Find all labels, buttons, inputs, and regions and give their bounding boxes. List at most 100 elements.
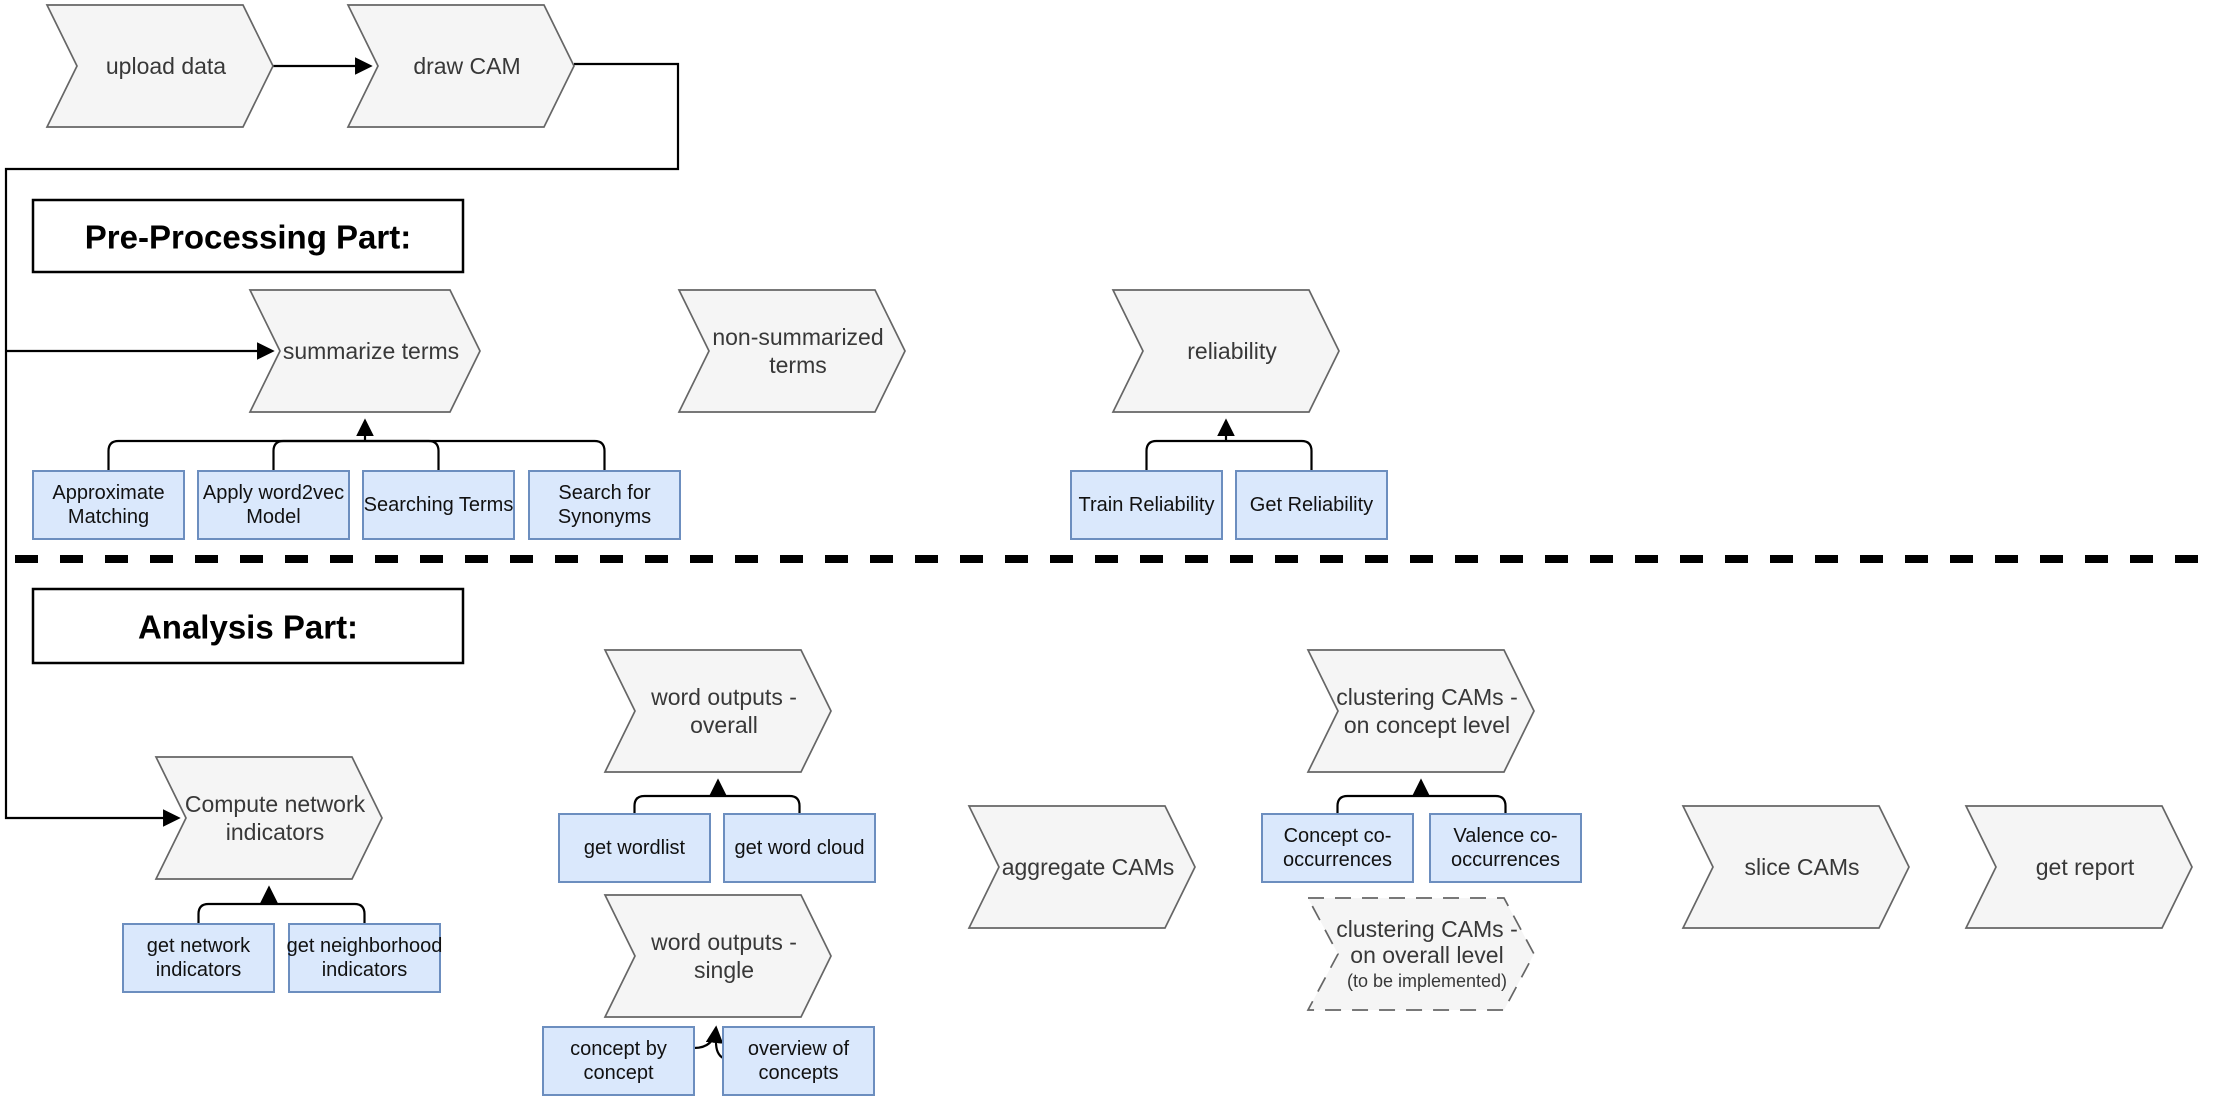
clustering-cams-overall-label-line3: (to be implemented) xyxy=(1347,971,1507,991)
node-word-outputs-overall: word outputs - overall xyxy=(603,649,832,773)
node-overview-of-concepts: overview of concepts xyxy=(722,1026,875,1096)
word-outputs-single-label-line2: single xyxy=(694,957,754,983)
approximate-matching-box xyxy=(32,470,185,540)
connector-valence-co-occurrences xyxy=(1421,794,1507,814)
searching-terms-box xyxy=(362,470,515,540)
get-report-label: get report xyxy=(2036,854,2135,880)
concept-co-occurrences-box xyxy=(1261,813,1414,883)
slice-cams-shape xyxy=(1681,805,1910,929)
word-outputs-overall-label-line1: word outputs - xyxy=(650,684,797,710)
node-summarize-terms: summarize terms xyxy=(248,289,481,413)
non-summarized-terms-shape xyxy=(677,289,906,413)
word-outputs-single-label-line1: word outputs - xyxy=(650,929,797,955)
node-aggregate-cams: aggregate CAMs xyxy=(967,805,1196,929)
node-clustering-cams-overall-level: clustering CAMs - on overall level (to b… xyxy=(1306,897,1535,1011)
aggregate-cams-label: aggregate CAMs xyxy=(1002,854,1175,880)
get-reliability-label: Get Reliability xyxy=(1250,494,1373,516)
node-search-for-synonyms: Search for Synonyms xyxy=(528,470,681,540)
node-get-wordlist: get wordlist xyxy=(558,813,711,883)
node-reliability: reliability xyxy=(1111,289,1340,413)
preprocessing-heading: Pre-Processing Part: xyxy=(31,198,465,274)
apply-word2vec-model-label-line2: Model xyxy=(246,506,300,528)
compute-network-indicators-label-line2: indicators xyxy=(226,819,324,845)
node-get-report: get report xyxy=(1964,805,2193,929)
connector-search-synonyms xyxy=(365,439,606,471)
slice-cams-label: slice CAMs xyxy=(1744,854,1859,880)
aggregate-cams-shape xyxy=(967,805,1196,929)
compute-network-indicators-label-line1: Compute network xyxy=(185,791,366,817)
node-searching-terms: Searching Terms xyxy=(362,470,515,540)
node-concept-co-occurrences: Concept co- occurrences xyxy=(1261,813,1414,883)
overview-of-concepts-box xyxy=(722,1026,875,1096)
get-word-cloud-label: get word cloud xyxy=(734,837,864,859)
upload-data-label: upload data xyxy=(106,53,226,79)
preprocessing-heading-box xyxy=(31,198,465,274)
word-outputs-overall-label-line2: overall xyxy=(690,712,758,738)
node-get-reliability: Get Reliability xyxy=(1235,470,1388,540)
analysis-heading-label: Analysis Part: xyxy=(138,609,358,646)
analysis-heading-box xyxy=(31,587,465,665)
connector-get-word-cloud xyxy=(718,794,801,814)
reliability-shape xyxy=(1111,289,1340,413)
train-reliability-box xyxy=(1070,470,1223,540)
word-outputs-overall-shape xyxy=(603,649,832,773)
connector-concept-co-occurrences xyxy=(1336,794,1421,814)
apply-word2vec-model-box xyxy=(197,470,350,540)
clustering-cams-overall-label-line2: on overall level xyxy=(1350,942,1503,968)
connector-approximate-matching xyxy=(107,439,365,471)
connector-searching-terms xyxy=(365,439,440,471)
node-apply-word2vec-model: Apply word2vec Model xyxy=(197,470,350,540)
apply-word2vec-model-label-line1: Apply word2vec xyxy=(203,482,344,504)
approximate-matching-label-line1: Approximate xyxy=(52,482,164,504)
concept-co-occurrences-label-line2: occurrences xyxy=(1283,849,1392,871)
node-get-network-indicators: get network indicators xyxy=(122,923,275,993)
get-word-cloud-box xyxy=(723,813,876,883)
node-get-word-cloud: get word cloud xyxy=(723,813,876,883)
node-draw-cam: draw CAM xyxy=(346,4,575,128)
get-neighborhood-indicators-box xyxy=(288,923,441,993)
get-report-shape xyxy=(1964,805,2193,929)
connector-apply-word2vec xyxy=(272,439,365,471)
node-slice-cams: slice CAMs xyxy=(1681,805,1910,929)
connector-get-neighborhood-indicators xyxy=(269,902,366,924)
word-outputs-single-shape xyxy=(603,894,832,1018)
searching-terms-label: Searching Terms xyxy=(364,494,514,516)
concept-by-concept-label-line2: concept xyxy=(583,1062,653,1084)
search-for-synonyms-box xyxy=(528,470,681,540)
connector-get-reliability xyxy=(1226,439,1313,471)
node-get-neighborhood-indicators: get neighborhood indicators xyxy=(287,923,442,993)
valence-co-occurrences-label-line2: occurrences xyxy=(1451,849,1560,871)
clustering-cams-concept-shape xyxy=(1306,649,1535,773)
node-clustering-cams-concept-level: clustering CAMs - on concept level xyxy=(1306,649,1535,773)
reliability-label: reliability xyxy=(1187,338,1277,364)
draw-cam-label: draw CAM xyxy=(413,53,520,79)
summarize-terms-shape xyxy=(248,289,481,413)
get-neighborhood-indicators-label-line2: indicators xyxy=(322,959,408,981)
clustering-cams-concept-label-line1: clustering CAMs - xyxy=(1336,684,1517,710)
node-train-reliability: Train Reliability xyxy=(1070,470,1223,540)
non-summarized-terms-label-line1: non-summarized xyxy=(712,324,883,350)
compute-network-indicators-shape xyxy=(154,756,383,880)
node-valence-co-occurrences: Valence co- occurrences xyxy=(1429,813,1582,883)
approximate-matching-label-line2: Matching xyxy=(68,506,149,528)
clustering-cams-overall-label-line1: clustering CAMs - xyxy=(1336,916,1517,942)
concept-co-occurrences-label-line1: Concept co- xyxy=(1284,825,1392,847)
summarize-terms-label: summarize terms xyxy=(283,338,459,364)
concept-by-concept-box xyxy=(542,1026,695,1096)
search-for-synonyms-label-line2: Synonyms xyxy=(558,506,651,528)
get-reliability-box xyxy=(1235,470,1388,540)
node-non-summarized-terms: non-summarized terms xyxy=(677,289,906,413)
arrow-into-word-outputs-single xyxy=(693,1025,724,1050)
get-network-indicators-label-line2: indicators xyxy=(156,959,242,981)
connectors xyxy=(4,57,1507,1059)
node-upload-data: upload data xyxy=(45,4,274,128)
concept-by-concept-label-line1: concept by xyxy=(570,1038,667,1060)
clustering-cams-overall-shape xyxy=(1306,897,1535,1011)
node-word-outputs-single: word outputs - single xyxy=(603,894,832,1018)
get-network-indicators-label-line1: get network xyxy=(147,935,251,957)
draw-cam-shape xyxy=(346,4,575,128)
connector-get-network-indicators xyxy=(197,902,269,924)
get-wordlist-label: get wordlist xyxy=(584,837,686,859)
non-summarized-terms-label-line2: terms xyxy=(769,352,827,378)
